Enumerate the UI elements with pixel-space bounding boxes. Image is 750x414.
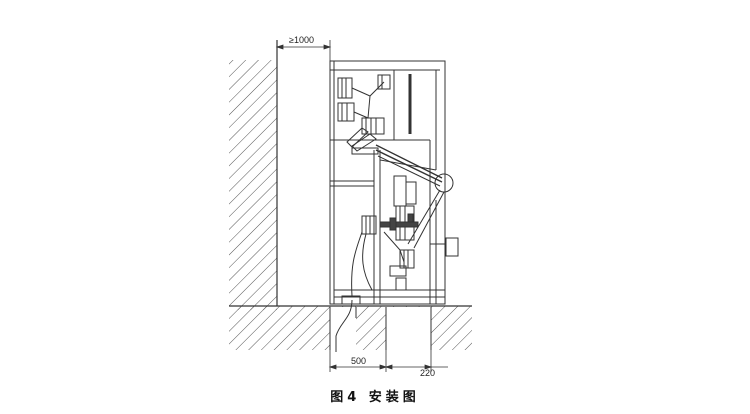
figure-caption: 图4 安装图 [330, 390, 420, 405]
circuit-breaker [341, 175, 459, 305]
dimension-bottom-left-label: 500 [351, 356, 366, 366]
insulator-arms [346, 127, 454, 249]
dimension-bottom [328, 350, 448, 372]
dimension-top [275, 40, 332, 61]
dimension-top-label: ≥1000 [289, 35, 314, 45]
switchgear-cabinet [329, 60, 446, 305]
floor [229, 299, 472, 352]
dimension-bottom-right-label: 220 [420, 368, 435, 378]
wall [229, 40, 278, 310]
busbar-assembly [337, 74, 391, 135]
